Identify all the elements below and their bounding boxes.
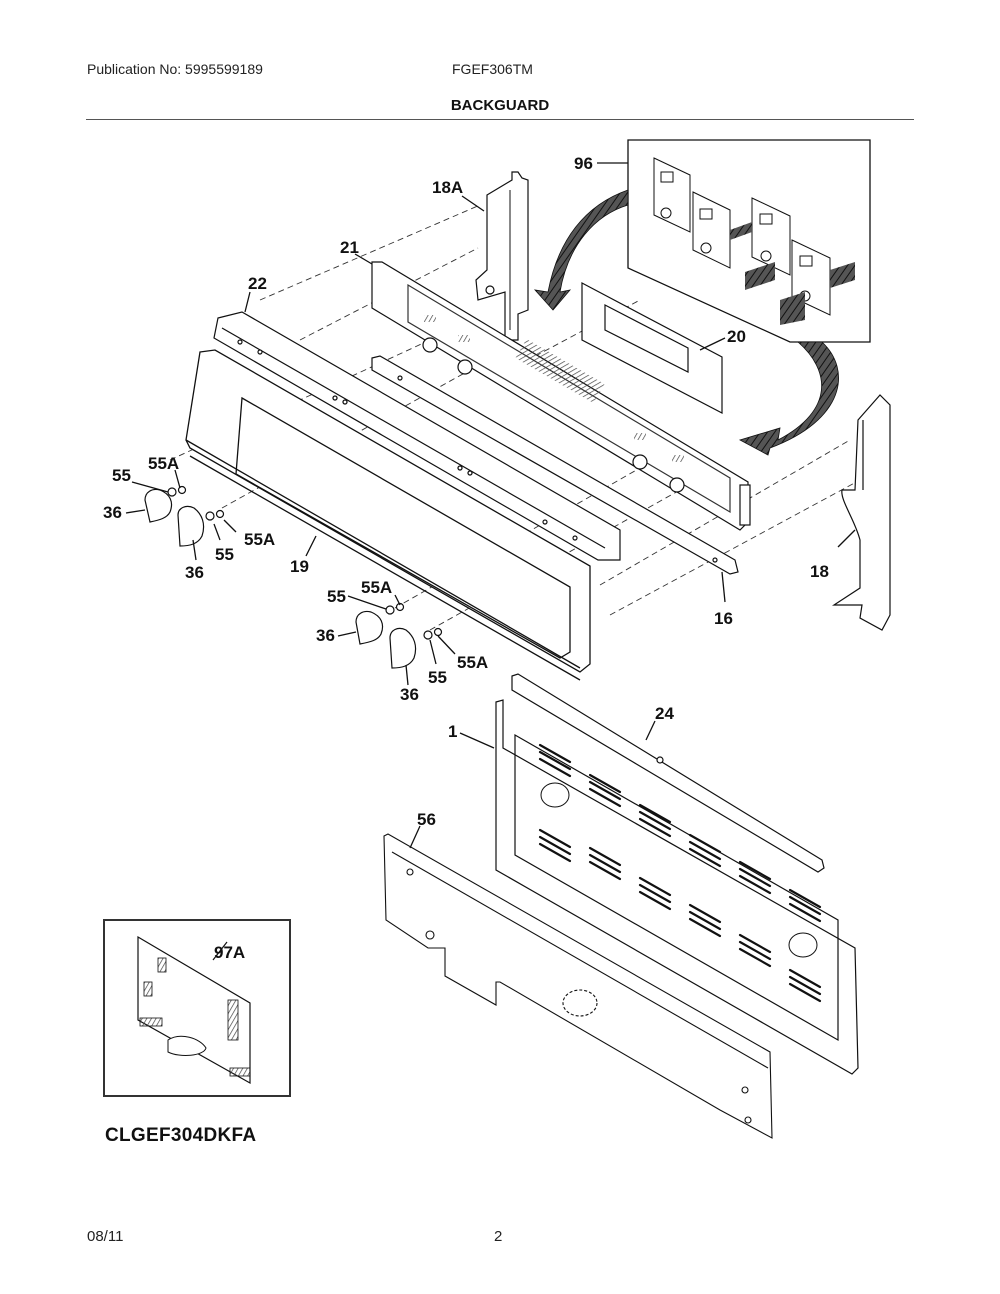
part-21-control-panel	[371, 261, 751, 531]
callout-55-c: 55	[327, 587, 346, 606]
callout-36-a: 36	[103, 503, 122, 522]
callout-55A-b: 55A	[244, 530, 275, 549]
callout-36-d: 36	[400, 685, 419, 704]
curved-arrow-lower-icon	[738, 341, 839, 456]
callout-18A: 18A	[432, 178, 463, 197]
callout-20: 20	[727, 327, 746, 346]
callout-96: 96	[574, 154, 593, 173]
callout-55A-c: 55A	[361, 578, 392, 597]
callout-22: 22	[248, 274, 267, 293]
part-56-shield	[383, 833, 773, 1139]
curved-arrow-upper-icon	[533, 189, 629, 311]
callout-55A-a: 55A	[148, 454, 179, 473]
callout-24: 24	[655, 704, 674, 723]
publication-number: Publication No: 5995599189	[87, 61, 263, 77]
part-1-vented-panel	[495, 699, 859, 1075]
model-number: FGEF306TM	[452, 61, 533, 77]
callout-55-a: 55	[112, 466, 131, 485]
part-24-top-strip	[511, 673, 825, 873]
inset-97A-box	[103, 919, 291, 1097]
inset-variant-label: CLGEF304DKFA	[105, 1125, 257, 1146]
callout-21: 21	[340, 238, 359, 257]
callout-16: 16	[714, 609, 733, 628]
callout-55A-d: 55A	[457, 653, 488, 672]
header-divider	[86, 119, 914, 120]
part-20-display-board	[581, 282, 723, 414]
footer-date: 08/11	[87, 1228, 124, 1245]
leader-lines	[125, 162, 856, 849]
knob-group-lower	[355, 602, 443, 669]
part-22-top-trim	[213, 311, 621, 561]
part-19-frame	[185, 349, 591, 681]
part-18-right-bracket	[831, 394, 891, 631]
footer-page-number: 2	[494, 1228, 503, 1245]
callout-18: 18	[810, 562, 829, 581]
part-18A-left-bracket	[475, 171, 529, 341]
callout-55-d: 55	[428, 668, 447, 687]
callout-1: 1	[448, 722, 457, 741]
callout-36-b: 36	[185, 563, 204, 582]
callout-97A: 97A	[214, 943, 245, 962]
callout-55-b: 55	[215, 545, 234, 564]
callout-36-c: 36	[316, 626, 335, 645]
part-96-boards-inset	[627, 139, 871, 343]
callout-56: 56	[417, 810, 436, 829]
callout-19: 19	[290, 557, 309, 576]
part-16-rail	[371, 355, 739, 575]
knob-group-upper	[144, 485, 225, 547]
section-title: BACKGUARD	[450, 97, 550, 114]
